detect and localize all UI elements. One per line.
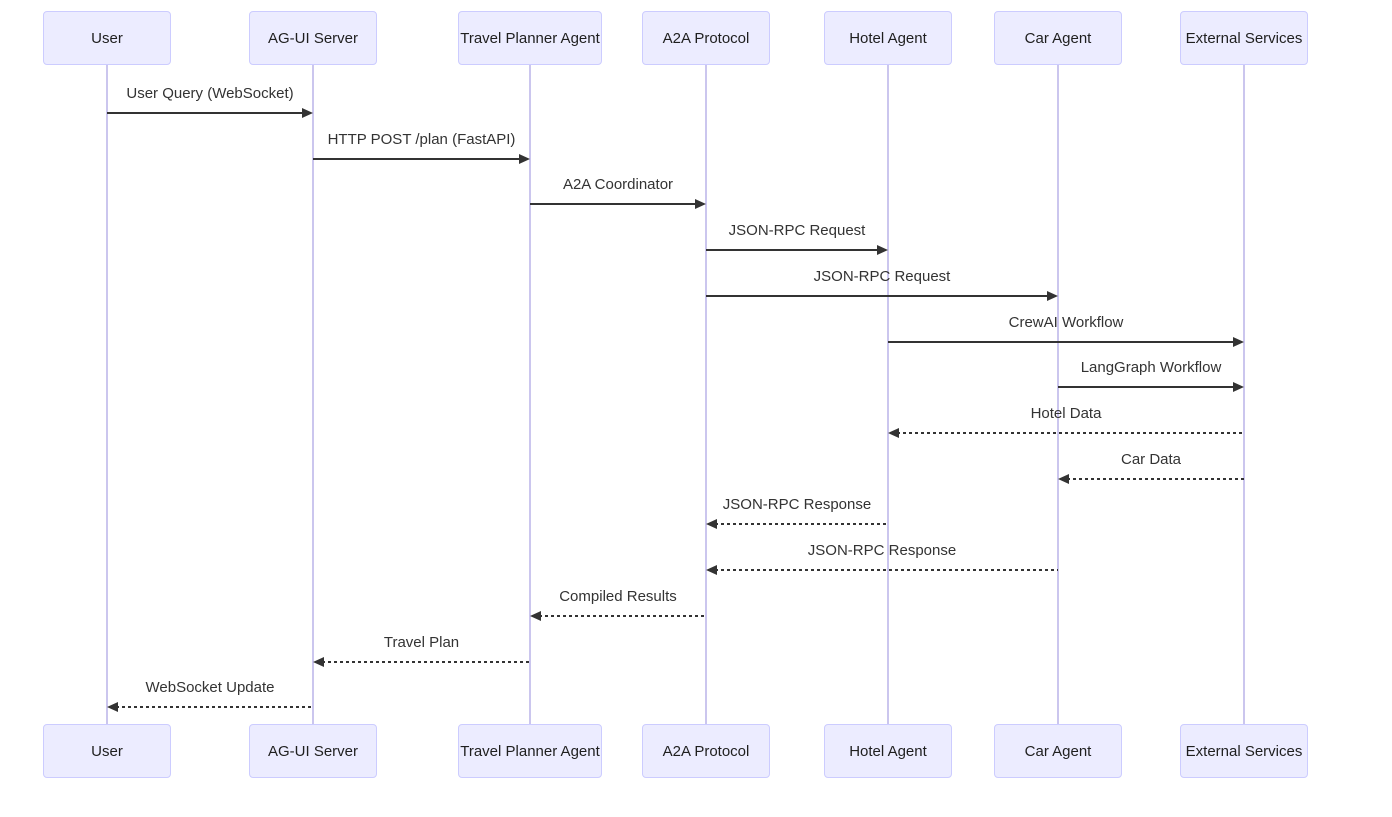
- actor-bottom-agui-server: AG-UI Server: [249, 724, 377, 778]
- arrowhead-icon: [1047, 291, 1058, 301]
- arrowhead-icon: [888, 428, 899, 438]
- message-line-7: [897, 432, 1244, 434]
- lifeline-external-services: [1243, 65, 1245, 724]
- actor-label: Car Agent: [1024, 29, 1092, 47]
- message-line-11: [539, 615, 706, 617]
- message-label-13: WebSocket Update: [145, 679, 275, 696]
- message-line-3: [706, 249, 879, 251]
- message-label-7: Hotel Data: [1030, 405, 1102, 422]
- message-label-3: JSON-RPC Request: [728, 222, 866, 239]
- actor-bottom-user: User: [43, 724, 171, 778]
- actor-label: External Services: [1185, 29, 1303, 47]
- actor-label: AG-UI Server: [267, 742, 358, 760]
- lifeline-car-agent: [1057, 65, 1059, 724]
- actor-label: AG-UI Server: [267, 29, 358, 47]
- actor-label: Car Agent: [1024, 742, 1092, 760]
- message-label-11: Compiled Results: [559, 588, 677, 605]
- lifeline-user: [106, 65, 108, 724]
- message-label-9: JSON-RPC Response: [722, 496, 872, 513]
- arrowhead-icon: [706, 565, 717, 575]
- arrowhead-icon: [1233, 382, 1244, 392]
- actor-label: User: [91, 742, 123, 760]
- actor-top-hotel-agent: Hotel Agent: [824, 11, 952, 65]
- message-label-4: JSON-RPC Request: [813, 268, 951, 285]
- actor-bottom-hotel-agent: Hotel Agent: [824, 724, 952, 778]
- message-label-6: LangGraph Workflow: [1080, 359, 1222, 376]
- actor-top-agui-server: AG-UI Server: [249, 11, 377, 65]
- message-line-2: [530, 203, 697, 205]
- arrowhead-icon: [695, 199, 706, 209]
- actor-label: Travel Planner Agent: [460, 742, 600, 760]
- arrowhead-icon: [1058, 474, 1069, 484]
- lifeline-agui-server: [312, 65, 314, 724]
- message-line-4: [706, 295, 1049, 297]
- actor-label: User: [91, 29, 123, 47]
- arrowhead-icon: [530, 611, 541, 621]
- actor-top-external-services: External Services: [1180, 11, 1308, 65]
- message-line-8: [1067, 478, 1244, 480]
- message-label-2: A2A Coordinator: [562, 176, 674, 193]
- message-label-12: Travel Plan: [383, 634, 460, 651]
- lifeline-a2a-protocol: [705, 65, 707, 724]
- arrowhead-icon: [519, 154, 530, 164]
- message-line-9: [715, 523, 888, 525]
- actor-bottom-car-agent: Car Agent: [994, 724, 1122, 778]
- arrowhead-icon: [706, 519, 717, 529]
- actor-label: Hotel Agent: [849, 742, 927, 760]
- arrowhead-icon: [877, 245, 888, 255]
- actor-label: External Services: [1185, 742, 1303, 760]
- actor-label: A2A Protocol: [662, 29, 750, 47]
- message-line-12: [322, 661, 530, 663]
- arrowhead-icon: [107, 702, 118, 712]
- lifeline-hotel-agent: [887, 65, 889, 724]
- message-label-0: User Query (WebSocket): [126, 85, 294, 102]
- message-line-6: [1058, 386, 1235, 388]
- message-line-13: [116, 706, 313, 708]
- actor-label: Hotel Agent: [849, 29, 927, 47]
- actor-top-a2a-protocol: A2A Protocol: [642, 11, 770, 65]
- actor-bottom-external-services: External Services: [1180, 724, 1308, 778]
- actor-bottom-a2a-protocol: A2A Protocol: [642, 724, 770, 778]
- actor-top-user: User: [43, 11, 171, 65]
- message-line-1: [313, 158, 521, 160]
- lifeline-travel-planner: [529, 65, 531, 724]
- message-line-5: [888, 341, 1235, 343]
- actor-label: Travel Planner Agent: [460, 29, 600, 47]
- actor-top-car-agent: Car Agent: [994, 11, 1122, 65]
- message-label-10: JSON-RPC Response: [807, 542, 957, 559]
- message-label-5: CrewAI Workflow: [1008, 314, 1124, 331]
- message-label-8: Car Data: [1120, 451, 1182, 468]
- message-line-0: [107, 112, 304, 114]
- message-label-1: HTTP POST /plan (FastAPI): [327, 131, 516, 148]
- message-line-10: [715, 569, 1058, 571]
- actor-top-travel-planner: Travel Planner Agent: [458, 11, 602, 65]
- arrowhead-icon: [1233, 337, 1244, 347]
- arrowhead-icon: [302, 108, 313, 118]
- actor-bottom-travel-planner: Travel Planner Agent: [458, 724, 602, 778]
- arrowhead-icon: [313, 657, 324, 667]
- actor-label: A2A Protocol: [662, 742, 750, 760]
